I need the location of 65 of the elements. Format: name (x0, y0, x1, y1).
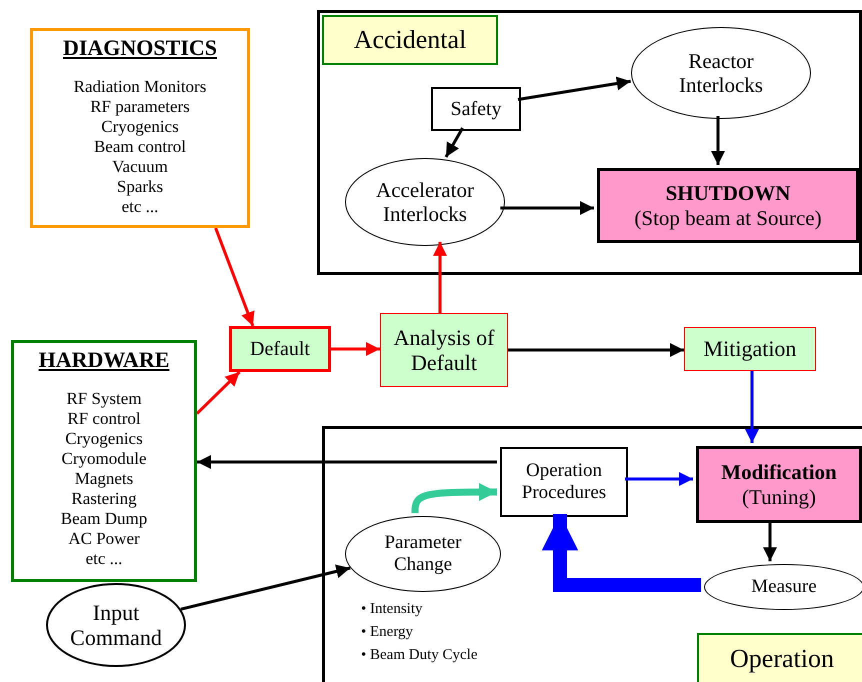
arrow (197, 455, 497, 469)
arrow (518, 76, 631, 101)
list-item-text: Beam Dump (60, 509, 148, 529)
node-text: Parameter Change (383, 532, 462, 576)
arrow (508, 343, 684, 357)
bullet-text: • Intensity (361, 600, 424, 619)
list-item-text: Beam control (94, 137, 186, 157)
group-frame (317, 10, 862, 275)
node-text: (Tuning) (741, 484, 817, 509)
category-box (30, 28, 250, 228)
arrow (625, 472, 693, 486)
node-text: Operation Procedures (520, 460, 608, 504)
process-ellipse (704, 564, 862, 610)
process-box (380, 313, 508, 387)
list-item-text: Cryogenics (65, 429, 143, 449)
category-box (11, 340, 197, 582)
heading-text: DIAGNOSTICS (62, 35, 218, 61)
list-item-text: Rastering (71, 489, 137, 509)
node-text: Measure (750, 576, 818, 598)
process-box (229, 326, 331, 372)
arrow (214, 227, 254, 327)
list-item-text: Cryomodule (62, 449, 146, 469)
list-item-text: Cryogenics (101, 117, 179, 137)
group-label: Accidental (322, 15, 498, 65)
process-box (696, 446, 862, 523)
process-box (597, 168, 859, 243)
node-text: Accelerator Interlocks (375, 178, 475, 226)
arrow (433, 242, 447, 313)
group-frame (322, 426, 862, 682)
node-text: Safety (449, 98, 503, 120)
node-text: (Stop beam at Source) (633, 206, 823, 230)
heading-text: HARDWARE (38, 347, 170, 373)
arrow (196, 370, 241, 415)
node-text: SHUTDOWN (664, 181, 792, 206)
list-item-text: Vacuum (112, 157, 168, 177)
node-text: Modification (720, 460, 838, 484)
process-box (500, 447, 628, 517)
arrow (542, 514, 702, 592)
arrow (711, 116, 725, 165)
arrow (745, 371, 759, 443)
list-item-text: AC Power (68, 529, 140, 549)
node-text: Analysis of Default (392, 324, 496, 376)
list-item-text: RF System (66, 389, 142, 409)
arrow (180, 564, 351, 611)
bullet-text: • Beam Duty Cycle (361, 646, 478, 665)
arrow (500, 201, 594, 215)
group-label: Operation (697, 633, 862, 682)
node-text: Reactor Interlocks (678, 48, 764, 98)
node-text: Input Command (69, 600, 163, 650)
list-item-text: Radiation Monitors (74, 77, 206, 97)
node-text: Default (249, 338, 311, 360)
arrow (331, 342, 380, 356)
list-item-text: RF control (67, 409, 141, 429)
list-item-text: etc ... (122, 197, 158, 217)
list-item-text: Magnets (74, 469, 134, 489)
arrow (763, 520, 777, 562)
arrow (444, 127, 464, 158)
process-box (431, 87, 521, 131)
process-box (684, 327, 816, 371)
bullet-text: • Energy (361, 623, 414, 642)
list-item-text: Sparks (116, 177, 164, 197)
node-text: Mitigation (702, 336, 798, 362)
list-item-text: etc ... (86, 549, 122, 569)
list-item-text: RF parameters (90, 97, 190, 117)
arrow (412, 482, 497, 514)
